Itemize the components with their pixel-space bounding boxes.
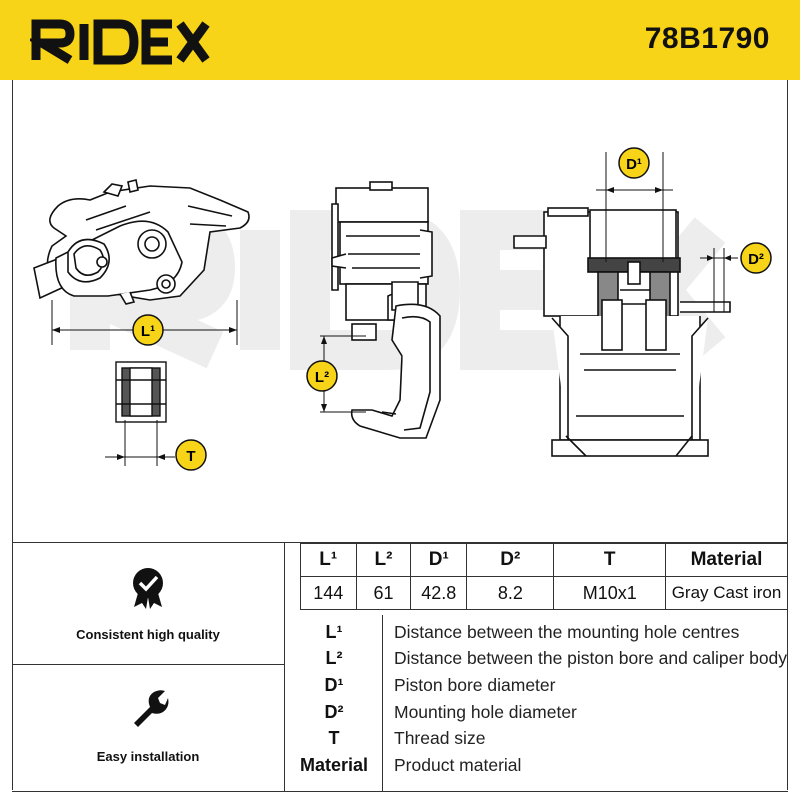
section-divider — [284, 543, 285, 791]
d2-label: D² — [748, 251, 764, 268]
legend-row: Material Product material — [288, 752, 788, 778]
col-l1: L¹ — [300, 543, 357, 577]
spec-value-row: 144 61 42.8 8.2 M10x1 Gray Cast iron — [300, 576, 789, 610]
legend-key: L² — [325, 648, 343, 668]
legend-key: D¹ — [324, 675, 344, 695]
wrench-icon — [134, 690, 169, 727]
value-d2: 8.2 — [466, 576, 555, 610]
technical-drawing: L¹ T L² — [33, 147, 772, 471]
caliper-side-view — [33, 179, 250, 305]
l2-marker — [306, 360, 338, 392]
d1-label: D¹ — [626, 156, 642, 173]
col-d1: D¹ — [410, 543, 468, 577]
part-number: 78B1790 — [644, 22, 770, 55]
l2-label: L² — [315, 369, 329, 386]
l1-label: L¹ — [141, 323, 155, 340]
col-l2: L² — [355, 543, 412, 577]
l1-marker — [132, 314, 164, 346]
value-t: M10x1 — [553, 576, 666, 610]
feature-label: Consistent high quality — [76, 627, 220, 642]
info-section: Consistent high quality Easy installatio… — [12, 542, 789, 792]
legend-desc: Thread size — [394, 728, 486, 748]
value-material: Gray Cast iron — [664, 576, 789, 610]
legend-desc: Piston bore diameter — [394, 675, 556, 695]
ridex-logo — [30, 19, 210, 65]
legend-desc: Distance between the piston bore and cal… — [394, 648, 788, 668]
value-d1: 42.8 — [410, 576, 468, 610]
legend-desc: Product material — [394, 755, 522, 775]
legend-row: D² Mounting hole diameter — [288, 699, 788, 725]
legend-key: L¹ — [325, 622, 343, 642]
legend-key: D² — [324, 702, 344, 722]
d2-marker — [740, 242, 772, 274]
legend-row: L¹ Distance between the mounting hole ce… — [288, 619, 788, 645]
feature-installation: Easy installation — [12, 665, 284, 791]
caliper-front-view — [331, 181, 441, 439]
caliper-section-view — [513, 207, 731, 457]
legend-key: T — [328, 728, 340, 748]
content-frame — [12, 80, 788, 790]
t-marker — [175, 439, 207, 471]
thread-detail — [115, 361, 167, 423]
legend-row: L² Distance between the piston bore and … — [288, 645, 788, 671]
spec-table: L¹ L² D¹ D² T Material 144 61 42.8 8.2 M… — [300, 543, 789, 610]
value-l2: 61 — [355, 576, 412, 610]
col-t: T — [553, 543, 666, 577]
col-d2: D² — [466, 543, 555, 577]
feature-quality: Consistent high quality — [12, 543, 284, 665]
value-l1: 144 — [300, 576, 357, 610]
d1-marker — [618, 147, 650, 179]
spec-header-row: L¹ L² D¹ D² T Material — [300, 543, 789, 577]
legend-desc: Mounting hole diameter — [394, 702, 577, 722]
legend-row: D¹ Piston bore diameter — [288, 672, 788, 698]
legend-row: T Thread size — [288, 725, 788, 751]
feature-label: Easy installation — [96, 749, 200, 764]
legend-divider — [382, 615, 383, 791]
legend-key: Material — [299, 755, 369, 775]
header-bar: 78B1790 — [0, 0, 800, 80]
col-material: Material — [664, 543, 789, 577]
quality-badge-icon — [133, 568, 163, 609]
legend-desc: Distance between the mounting hole centr… — [394, 622, 740, 642]
t-label: T — [186, 448, 195, 465]
